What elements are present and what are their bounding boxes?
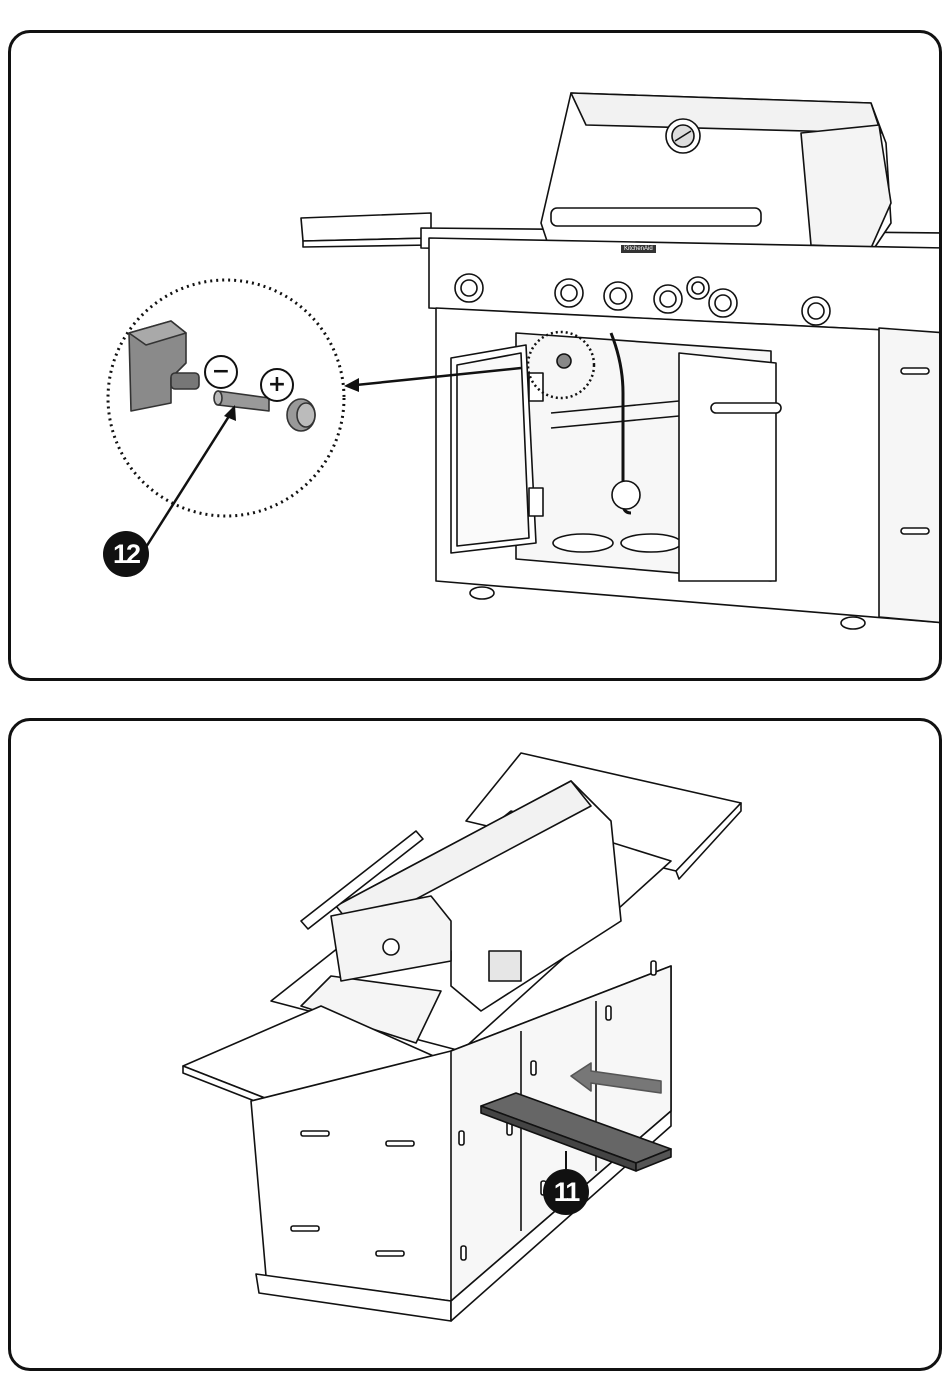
left-side-shelf	[301, 213, 431, 241]
grill-rear-illustration	[11, 721, 939, 1368]
battery-negative-sign: −	[204, 355, 238, 389]
door-hinge	[529, 488, 543, 516]
aa-battery	[218, 391, 269, 411]
caster-wheel	[470, 587, 494, 599]
step-panel-grease-tray: 11	[8, 718, 942, 1371]
door-handle	[711, 403, 781, 413]
lid-handle	[551, 208, 761, 226]
grill-front-illustration	[11, 33, 939, 678]
tank-base	[553, 534, 613, 552]
right-cabinet-door	[679, 353, 776, 581]
callout-badge-11: 11	[543, 1169, 589, 1215]
callout-badge-12: 12	[103, 531, 149, 577]
battery-positive-sign: +	[260, 368, 294, 402]
callout-12-leader	[141, 413, 231, 555]
step-panel-igniter: KitchenAid − + 12	[8, 30, 942, 681]
lid-side-handle	[801, 125, 891, 248]
grill-brand-plate: KitchenAid	[621, 245, 656, 253]
caster-wheel	[841, 617, 865, 629]
gas-regulator	[612, 481, 640, 509]
igniter-on-grill	[557, 354, 571, 368]
